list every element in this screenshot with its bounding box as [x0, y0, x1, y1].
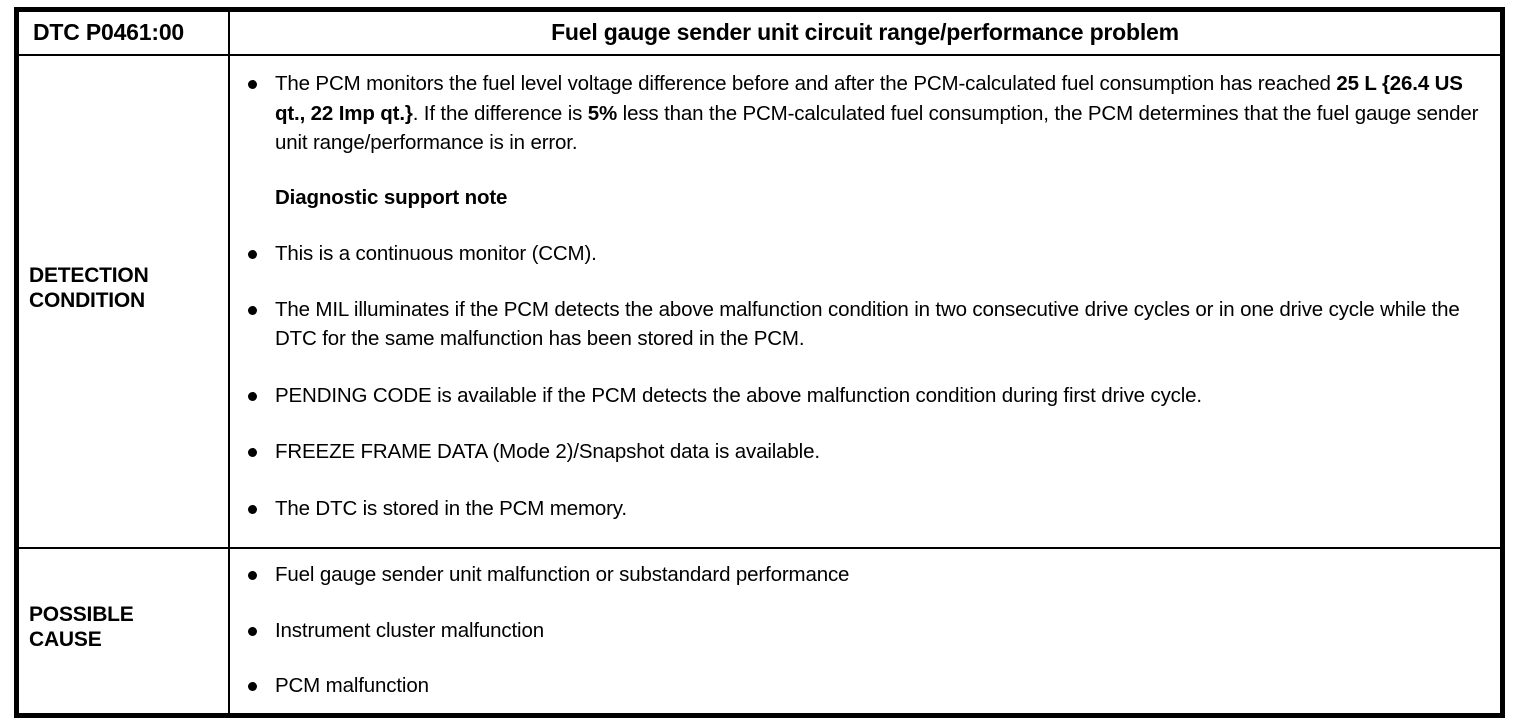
possible-cause-content-cell: Fuel gauge sender unit malfunction or su…: [228, 547, 1505, 718]
detection-condition-label-line1: DETECTION: [29, 264, 149, 287]
list-item: FREEZE FRAME DATA (Mode 2)/Snapshot data…: [230, 437, 1486, 467]
list-item: This is a continuous monitor (CCM).: [230, 239, 1486, 269]
dtc-document-page: DTC P0461:00 Fuel gauge sender unit circ…: [14, 7, 1505, 718]
table-row: DETECTION CONDITION The PCM monitors the…: [14, 54, 1505, 549]
table-row: POSSIBLE CAUSE Fuel gauge sender unit ma…: [14, 547, 1505, 718]
detection-condition-label-line2: CONDITION: [29, 289, 146, 312]
list-item: The MIL illuminates if the PCM detects t…: [230, 295, 1486, 354]
list-item: Instrument cluster malfunction: [230, 616, 1486, 646]
list-item: Fuel gauge sender unit malfunction or su…: [230, 560, 1486, 590]
possible-cause-label-cell: POSSIBLE CAUSE: [14, 547, 230, 718]
dtc-title-cell: Fuel gauge sender unit circuit range/per…: [228, 7, 1505, 56]
list-item: PCM malfunction: [230, 671, 1486, 701]
list-item: The DTC is stored in the PCM memory.: [230, 494, 1486, 524]
dtc-code-cell: DTC P0461:00: [14, 7, 230, 56]
detection-bullet-1-rich: The PCM monitors the fuel level voltage …: [275, 72, 1479, 154]
possible-cause-label: POSSIBLE CAUSE: [29, 602, 134, 652]
possible-cause-label-line1: POSSIBLE: [29, 603, 134, 626]
dtc-table: DTC P0461:00 Fuel gauge sender unit circ…: [14, 7, 1505, 718]
detection-condition-bullet-list: The PCM monitors the fuel level voltage …: [230, 69, 1486, 523]
table-header-row: DTC P0461:00 Fuel gauge sender unit circ…: [14, 7, 1505, 56]
list-item: The PCM monitors the fuel level voltage …: [230, 69, 1486, 158]
possible-cause-bullet-list: Fuel gauge sender unit malfunction or su…: [230, 560, 1486, 701]
detection-condition-label-cell: DETECTION CONDITION: [14, 54, 230, 549]
possible-cause-label-line2: CAUSE: [29, 628, 102, 651]
diagnostic-support-note-heading: Diagnostic support note: [275, 185, 508, 209]
detection-condition-content-cell: The PCM monitors the fuel level voltage …: [228, 54, 1505, 549]
detection-condition-label: DETECTION CONDITION: [29, 263, 149, 313]
list-item: PENDING CODE is available if the PCM det…: [230, 381, 1486, 411]
